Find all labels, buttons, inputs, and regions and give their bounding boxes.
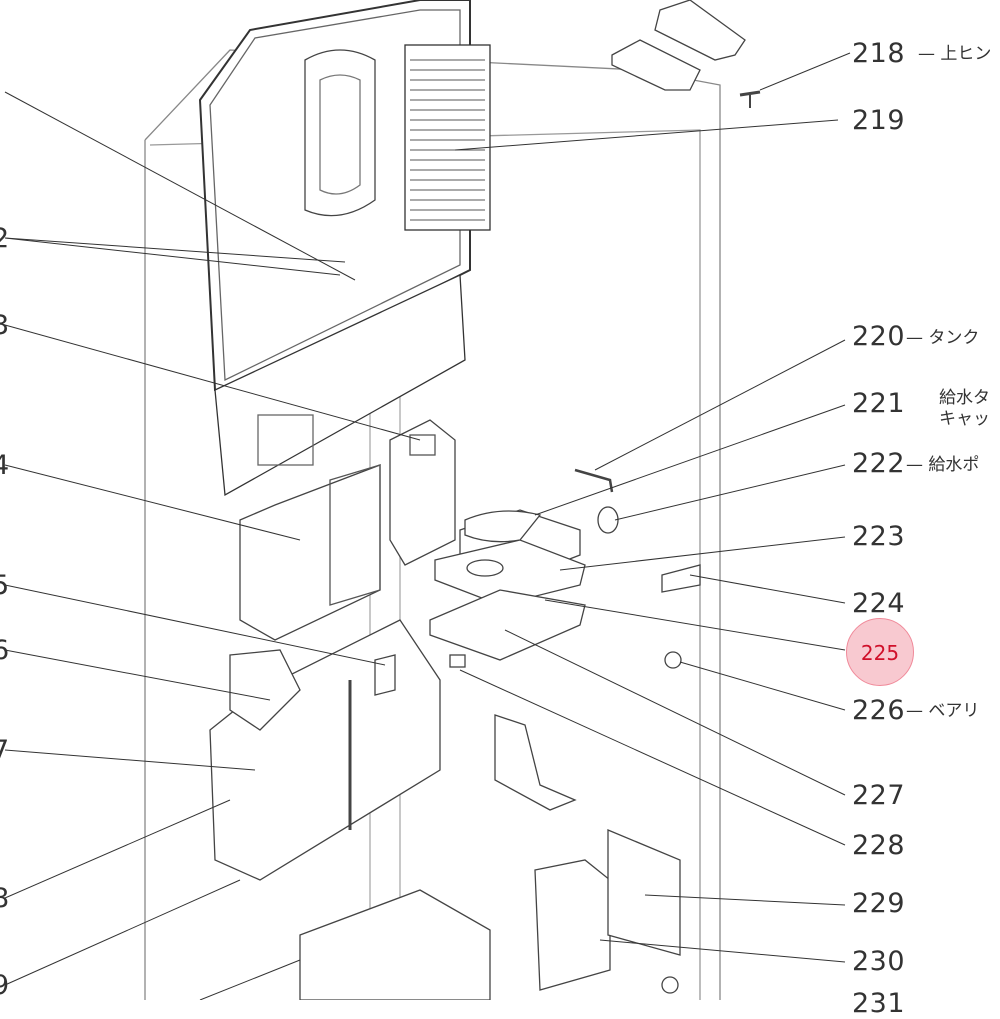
part-evap-cover [239,464,381,641]
callout-desc-text: 給水ポ [928,455,980,475]
left-callout-partial: 3 [0,310,10,341]
part-duct [389,419,456,566]
callout-223: 223 [852,521,906,552]
callout-219: 219 [852,105,906,136]
left-callout-partial: 8 [0,883,10,914]
part-bottom-unit [299,889,491,1000]
callout-218: 218 [852,38,906,69]
left-callout-partial: 6 [0,635,10,666]
callout-225-highlight[interactable]: 225 [846,618,914,686]
callout-desc-text: 上ヒン [940,44,992,64]
callout-221: 221 [852,388,906,419]
part-tank-tray [429,589,586,661]
part-tank [434,539,586,606]
callout-225: 225 [860,641,900,665]
callout-220: 220 [852,321,906,352]
left-callout-partial: 7 [0,735,10,766]
callout-221-desc: 給水タ キャッ [906,388,990,431]
duct-panel [214,274,466,497]
part-hose [574,468,614,493]
callout-218-desc: — 上ヒン [918,44,992,64]
callout-desc-text: ベアリ [928,701,980,721]
callout-222-desc: — 給水ポ [906,455,980,475]
callout-230: 230 [852,946,906,977]
leader-lines [4,52,851,1000]
callout-228: 228 [852,830,906,861]
callout-222: 222 [852,448,906,479]
left-callout-partial: 2 [0,223,10,254]
left-callout-partial: 4 [0,450,10,481]
part-holder [661,564,701,593]
callout-226: 226 [852,695,906,726]
callout-231: 231 [852,988,906,1019]
callout-224: 224 [852,588,906,619]
callout-229: 229 [852,888,906,919]
part-board [534,859,611,991]
part-pump [597,506,619,534]
part-cover-plate [607,829,681,956]
callout-227: 227 [852,780,906,811]
callout-220-desc: — タンク [906,328,980,348]
left-callout-partial: 5 [0,570,10,601]
callout-desc-text: タンク [928,328,980,348]
callout-226-desc: — ベアリ [906,701,980,721]
part-bearing [664,651,682,669]
part-bracket [494,714,577,811]
left-callout-partial: 9 [0,970,10,1001]
callout-desc-text: 給水タ キャッ [939,388,990,430]
